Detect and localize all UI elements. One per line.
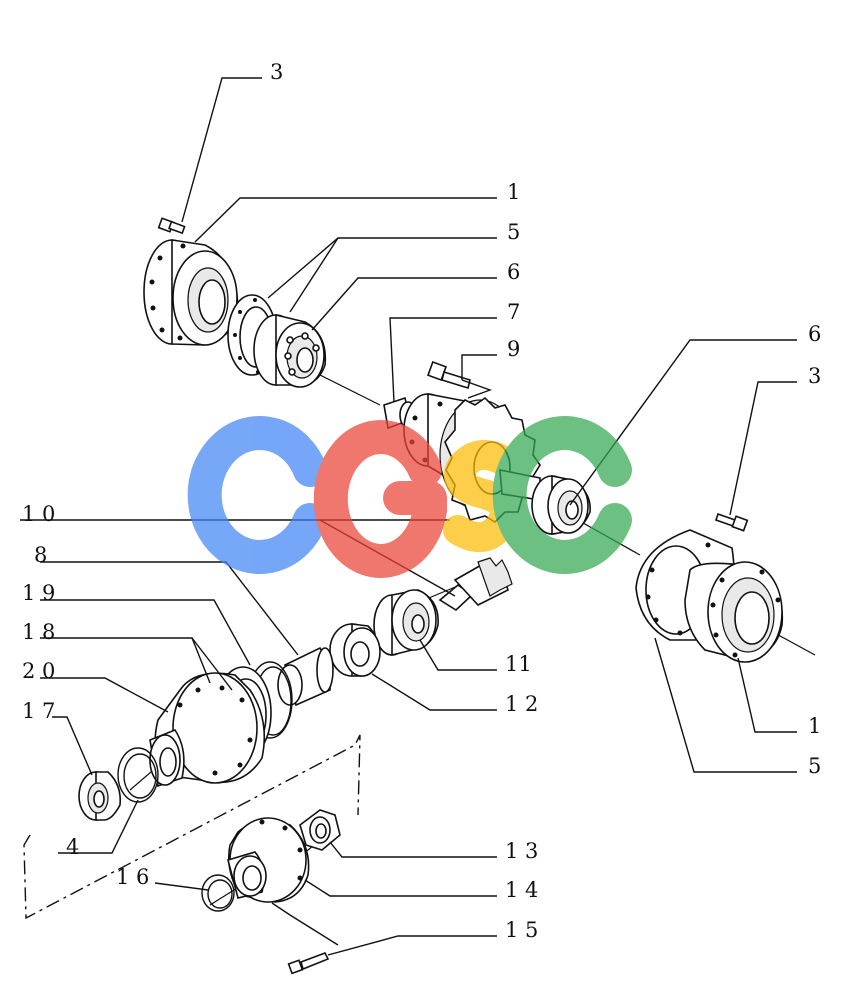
callout-14: 1 4 xyxy=(505,878,538,902)
snap-ring-part-4 xyxy=(117,747,159,803)
watermark-letter-c2 xyxy=(492,416,632,574)
callout-9: 9 xyxy=(507,337,520,361)
callout-15: 1 5 xyxy=(505,918,538,942)
callout-18: 1 8 xyxy=(22,620,55,644)
callout-10: 1 0 xyxy=(22,502,55,526)
leader-lines xyxy=(20,77,797,956)
bearing-part-6-right xyxy=(531,475,591,535)
callout-1-upper: 1 xyxy=(507,180,520,204)
callout-3-right: 3 xyxy=(808,364,821,388)
snap-ring-part-16 xyxy=(201,874,235,912)
callout-7: 7 xyxy=(507,300,520,324)
housing-part-1-upper xyxy=(143,239,239,346)
housing-part-20 xyxy=(149,672,266,788)
watermark-logo xyxy=(187,416,632,578)
callout-3-top: 3 xyxy=(270,60,283,84)
bolt-part-3-right xyxy=(714,512,749,532)
callout-labels: 3 1 5 6 7 9 6 3 1 0 8 1 9 1 8 2 0 1 7 11… xyxy=(22,60,821,942)
assembly-boundary xyxy=(23,734,361,920)
callout-12: 1 2 xyxy=(505,692,538,716)
bearing-part-17 xyxy=(78,771,122,821)
callout-5-right: 5 xyxy=(808,754,821,778)
callout-5-upper: 5 xyxy=(507,220,520,244)
callout-6-upper: 6 xyxy=(507,260,520,284)
bolt-part-3-top xyxy=(157,217,186,235)
housing-part-1-right xyxy=(684,561,784,663)
callout-4: 4 xyxy=(66,835,79,859)
bearing-part-6-upper xyxy=(253,313,327,388)
bolt-part-15 xyxy=(287,951,330,975)
callout-20: 2 0 xyxy=(22,659,55,683)
callout-1-right: 1 xyxy=(808,714,821,738)
pinion-part-10 xyxy=(438,557,513,612)
bearing-part-11 xyxy=(373,589,439,657)
callout-11: 11 xyxy=(505,652,532,676)
watermark-letter-g xyxy=(313,420,447,578)
callout-17: 1 7 xyxy=(22,699,55,723)
callout-6-right: 6 xyxy=(808,322,821,346)
callout-16: 1 6 xyxy=(116,865,149,889)
watermark-letter-c1 xyxy=(187,416,327,574)
bolt-part-9 xyxy=(427,361,471,390)
callout-13: 1 3 xyxy=(505,839,538,863)
spacer-part-12 xyxy=(329,623,381,677)
callout-19: 1 9 xyxy=(22,581,55,605)
callout-8: 8 xyxy=(34,543,47,567)
watermark-letter-s xyxy=(443,440,520,552)
cover-part-14 xyxy=(227,817,310,903)
nut-part-13 xyxy=(299,809,341,851)
